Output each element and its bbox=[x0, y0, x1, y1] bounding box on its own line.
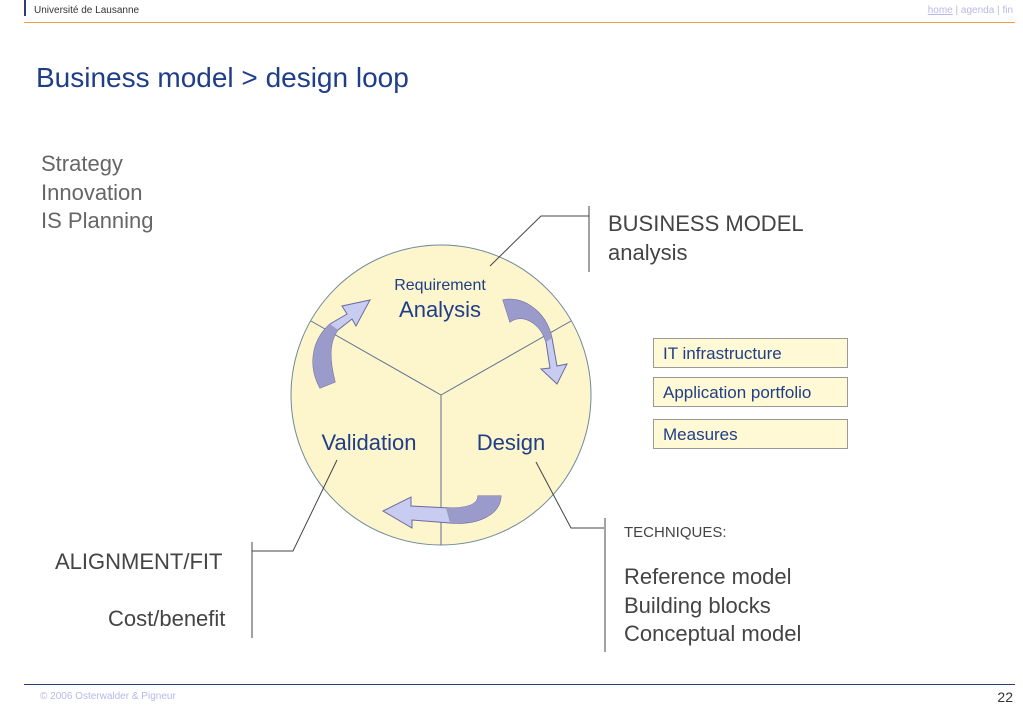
strategy-list: Strategy Innovation IS Planning bbox=[41, 150, 154, 236]
nav-agenda-link[interactable]: agenda bbox=[960, 5, 995, 16]
cycle-arrow-left bbox=[312, 299, 371, 389]
measures-box: Measures bbox=[653, 419, 848, 449]
connector-line bbox=[535, 461, 604, 529]
list-item: IS Planning bbox=[41, 208, 154, 233]
footer-divider bbox=[24, 684, 1015, 685]
business-model-label: BUSINESS MODEL analysis bbox=[608, 210, 804, 267]
nav-separator: | bbox=[955, 5, 959, 16]
header-divider bbox=[24, 22, 1015, 23]
techniques-list: Reference model Building blocks Conceptu… bbox=[624, 563, 801, 649]
business-model-title: BUSINESS MODEL bbox=[608, 211, 804, 236]
it-infrastructure-box: IT infrastructure bbox=[653, 338, 848, 368]
list-item: Building blocks bbox=[624, 592, 771, 618]
university-name: Université de Lausanne bbox=[34, 5, 140, 16]
header-accent-bar bbox=[24, 0, 26, 16]
analysis-small-label: Requirement bbox=[394, 277, 486, 294]
list-item: Conceptual model bbox=[624, 621, 802, 646]
techniques-heading: TECHNIQUES: bbox=[624, 524, 727, 541]
slide-title: Business model > design loop bbox=[36, 62, 409, 93]
analysis-label: Analysis bbox=[399, 297, 481, 322]
nav-separator: | bbox=[997, 5, 1000, 16]
cost-benefit-label: Cost/benefit bbox=[108, 606, 226, 631]
cycle-arrow-bottom bbox=[381, 495, 502, 529]
design-label: Design bbox=[477, 430, 545, 455]
application-portfolio-box: Application portfolio bbox=[653, 377, 848, 407]
connector-line bbox=[252, 459, 338, 552]
alignment-label: ALIGNMENT/FIT bbox=[55, 549, 223, 574]
list-item: Reference model bbox=[624, 564, 792, 589]
list-item: Strategy bbox=[41, 151, 123, 176]
cycle-arrow-right bbox=[502, 298, 568, 385]
header-nav: home | agenda | fin bbox=[928, 5, 1013, 16]
footer-copyright: © 2006 Osterwalder & Pigneur bbox=[40, 691, 176, 702]
page-number: 22 bbox=[997, 689, 1013, 705]
connector-line bbox=[489, 215, 589, 267]
nav-fin-link[interactable]: fin bbox=[1002, 5, 1013, 16]
business-model-subtitle: analysis bbox=[608, 239, 688, 265]
list-item: Innovation bbox=[41, 179, 143, 205]
validation-label: Validation bbox=[322, 430, 417, 455]
nav-home-link[interactable]: home bbox=[927, 5, 953, 16]
